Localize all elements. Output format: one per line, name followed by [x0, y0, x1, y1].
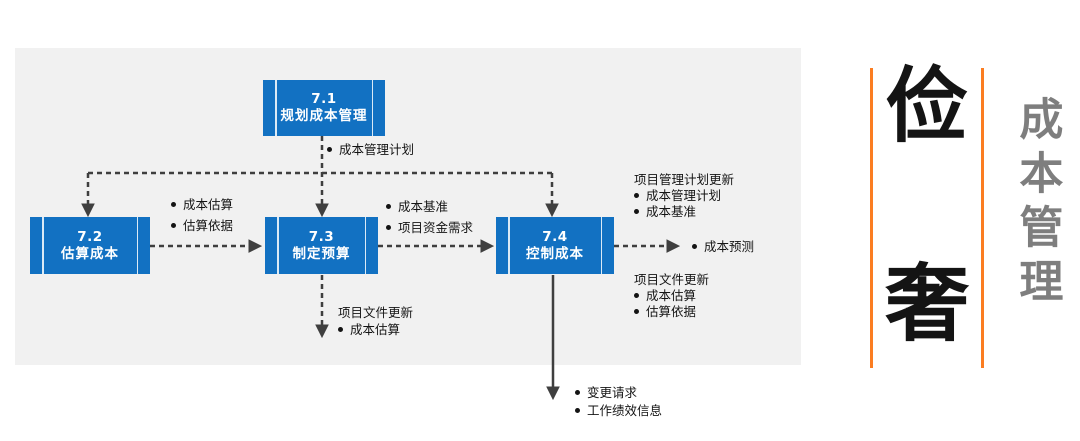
label-item: 工作绩效信息 [575, 402, 662, 420]
label-budget-outputs: 成本基准 项目资金需求 [386, 196, 473, 238]
label-control-outputs-top: 项目管理计划更新 成本管理计划 成本基准 [634, 172, 734, 220]
node-7-2-estimate-costs: 7.2 估算成本 [30, 217, 150, 274]
node-7-4-control-costs: 7.4 控制成本 [496, 217, 614, 274]
label-item: 成本估算 [171, 194, 233, 215]
node-number: 7.1 [311, 91, 337, 107]
node-7-3-determine-budget: 7.3 制定预算 [265, 217, 378, 274]
label-item: 成本管理计划 [634, 188, 734, 204]
label-plan-output: 成本管理计划 [327, 139, 414, 160]
node-label: 估算成本 [61, 245, 119, 262]
big-character-thrift: 俭 [885, 59, 968, 154]
label-group-title: 项目管理计划更新 [634, 172, 735, 187]
node-number: 7.4 [542, 228, 568, 245]
label-budget-doc-updates: 项目文件更新 成本估算 [338, 304, 413, 338]
label-cost-forecast: 成本预测 [692, 236, 754, 257]
label-item: 成本管理计划 [327, 139, 414, 160]
accent-line-left [870, 68, 873, 368]
label-estimate-outputs: 成本估算 估算依据 [171, 194, 233, 236]
label-item: 估算依据 [634, 304, 709, 320]
label-item: 成本估算 [634, 288, 709, 304]
label-item: 成本估算 [338, 321, 413, 338]
label-group-title: 项目文件更新 [634, 272, 710, 287]
label-item: 成本基准 [386, 196, 473, 217]
node-number: 7.2 [77, 228, 103, 245]
node-7-1-plan-cost-management: 7.1 规划成本管理 [263, 80, 385, 136]
label-item: 成本基准 [634, 204, 734, 220]
node-label: 制定预算 [292, 245, 351, 262]
node-label: 规划成本管理 [280, 108, 368, 124]
node-number: 7.3 [308, 228, 335, 245]
label-item: 估算依据 [171, 215, 233, 236]
label-item: 成本预测 [692, 236, 754, 257]
label-item: 变更请求 [575, 384, 662, 402]
big-character-extravagance: 奢 [884, 255, 969, 353]
label-control-outputs-bottom: 项目文件更新 成本估算 估算依据 [634, 272, 709, 320]
accent-line-right [981, 68, 984, 368]
label-item: 项目资金需求 [386, 217, 473, 238]
label-control-down-outputs: 变更请求 工作绩效信息 [575, 384, 662, 420]
label-group-title: 项目文件更新 [338, 305, 414, 320]
node-label: 控制成本 [526, 245, 584, 262]
vertical-title-cost-management: 成本管理 [1011, 96, 1063, 312]
